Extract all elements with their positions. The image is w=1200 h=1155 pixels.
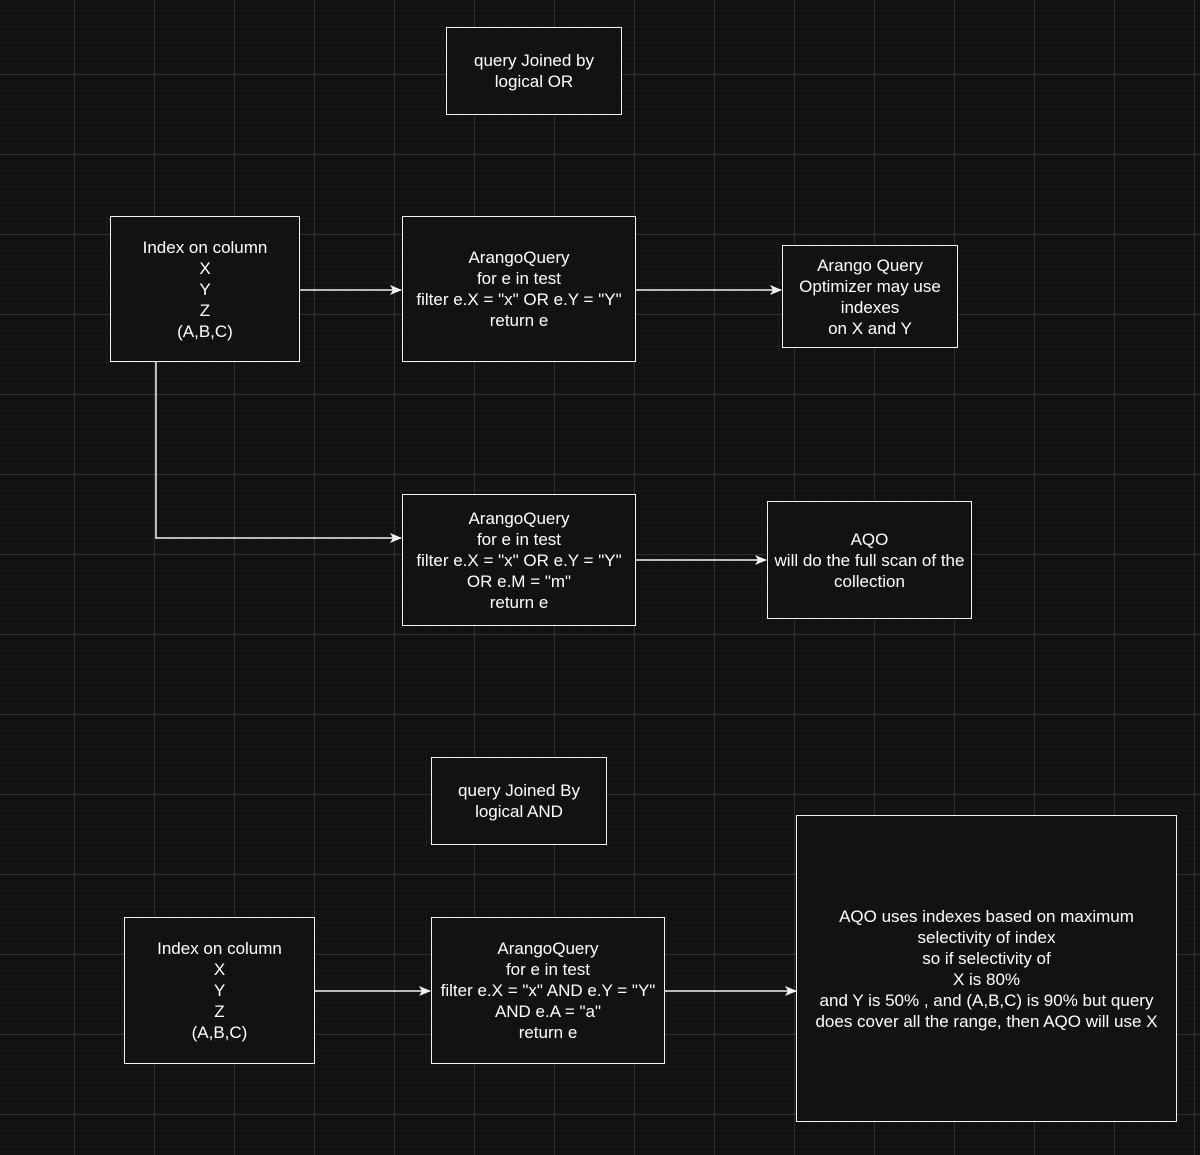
index-on-column-text-bottom: Index on column X Y Z (A,B,C): [157, 939, 282, 1042]
selectivity-note-box[interactable]: AQO uses indexes based on maximum select…: [796, 815, 1177, 1122]
or-section-title-text: query Joined by logical OR: [473, 51, 595, 91]
full-scan-note-box[interactable]: AQO will do the full scan of the collect…: [767, 501, 972, 619]
or-section-title-box[interactable]: query Joined by logical OR: [446, 27, 622, 115]
and-section-title-text: query Joined By logical AND: [458, 781, 580, 821]
arango-query-or-m-text: ArangoQuery for e in test filter e.X = "…: [416, 508, 622, 612]
optimizer-note-box[interactable]: Arango Query Optimizer may use indexes o…: [782, 245, 958, 348]
selectivity-note-text: AQO uses indexes based on maximum select…: [815, 906, 1158, 1031]
arango-query-or-text: ArangoQuery for e in test filter e.X = "…: [416, 248, 622, 330]
index-on-column-box-bottom[interactable]: Index on column X Y Z (A,B,C): [124, 917, 315, 1064]
arango-query-and-box[interactable]: ArangoQuery for e in test filter e.X = "…: [431, 917, 665, 1064]
optimizer-note-text: Arango Query Optimizer may use indexes o…: [799, 255, 941, 338]
arango-query-or-m-box[interactable]: ArangoQuery for e in test filter e.X = "…: [402, 494, 636, 626]
and-section-title-box[interactable]: query Joined By logical AND: [431, 757, 607, 845]
arango-query-and-text: ArangoQuery for e in test filter e.X = "…: [440, 939, 656, 1042]
index-on-column-box-top[interactable]: Index on column X Y Z (A,B,C): [110, 216, 300, 362]
edge-index-top-to-query-or-m: [155, 362, 402, 543]
arango-query-or-box[interactable]: ArangoQuery for e in test filter e.X = "…: [402, 216, 636, 362]
full-scan-note-text: AQO will do the full scan of the collect…: [774, 529, 965, 591]
index-on-column-text-top: Index on column X Y Z (A,B,C): [142, 237, 268, 341]
